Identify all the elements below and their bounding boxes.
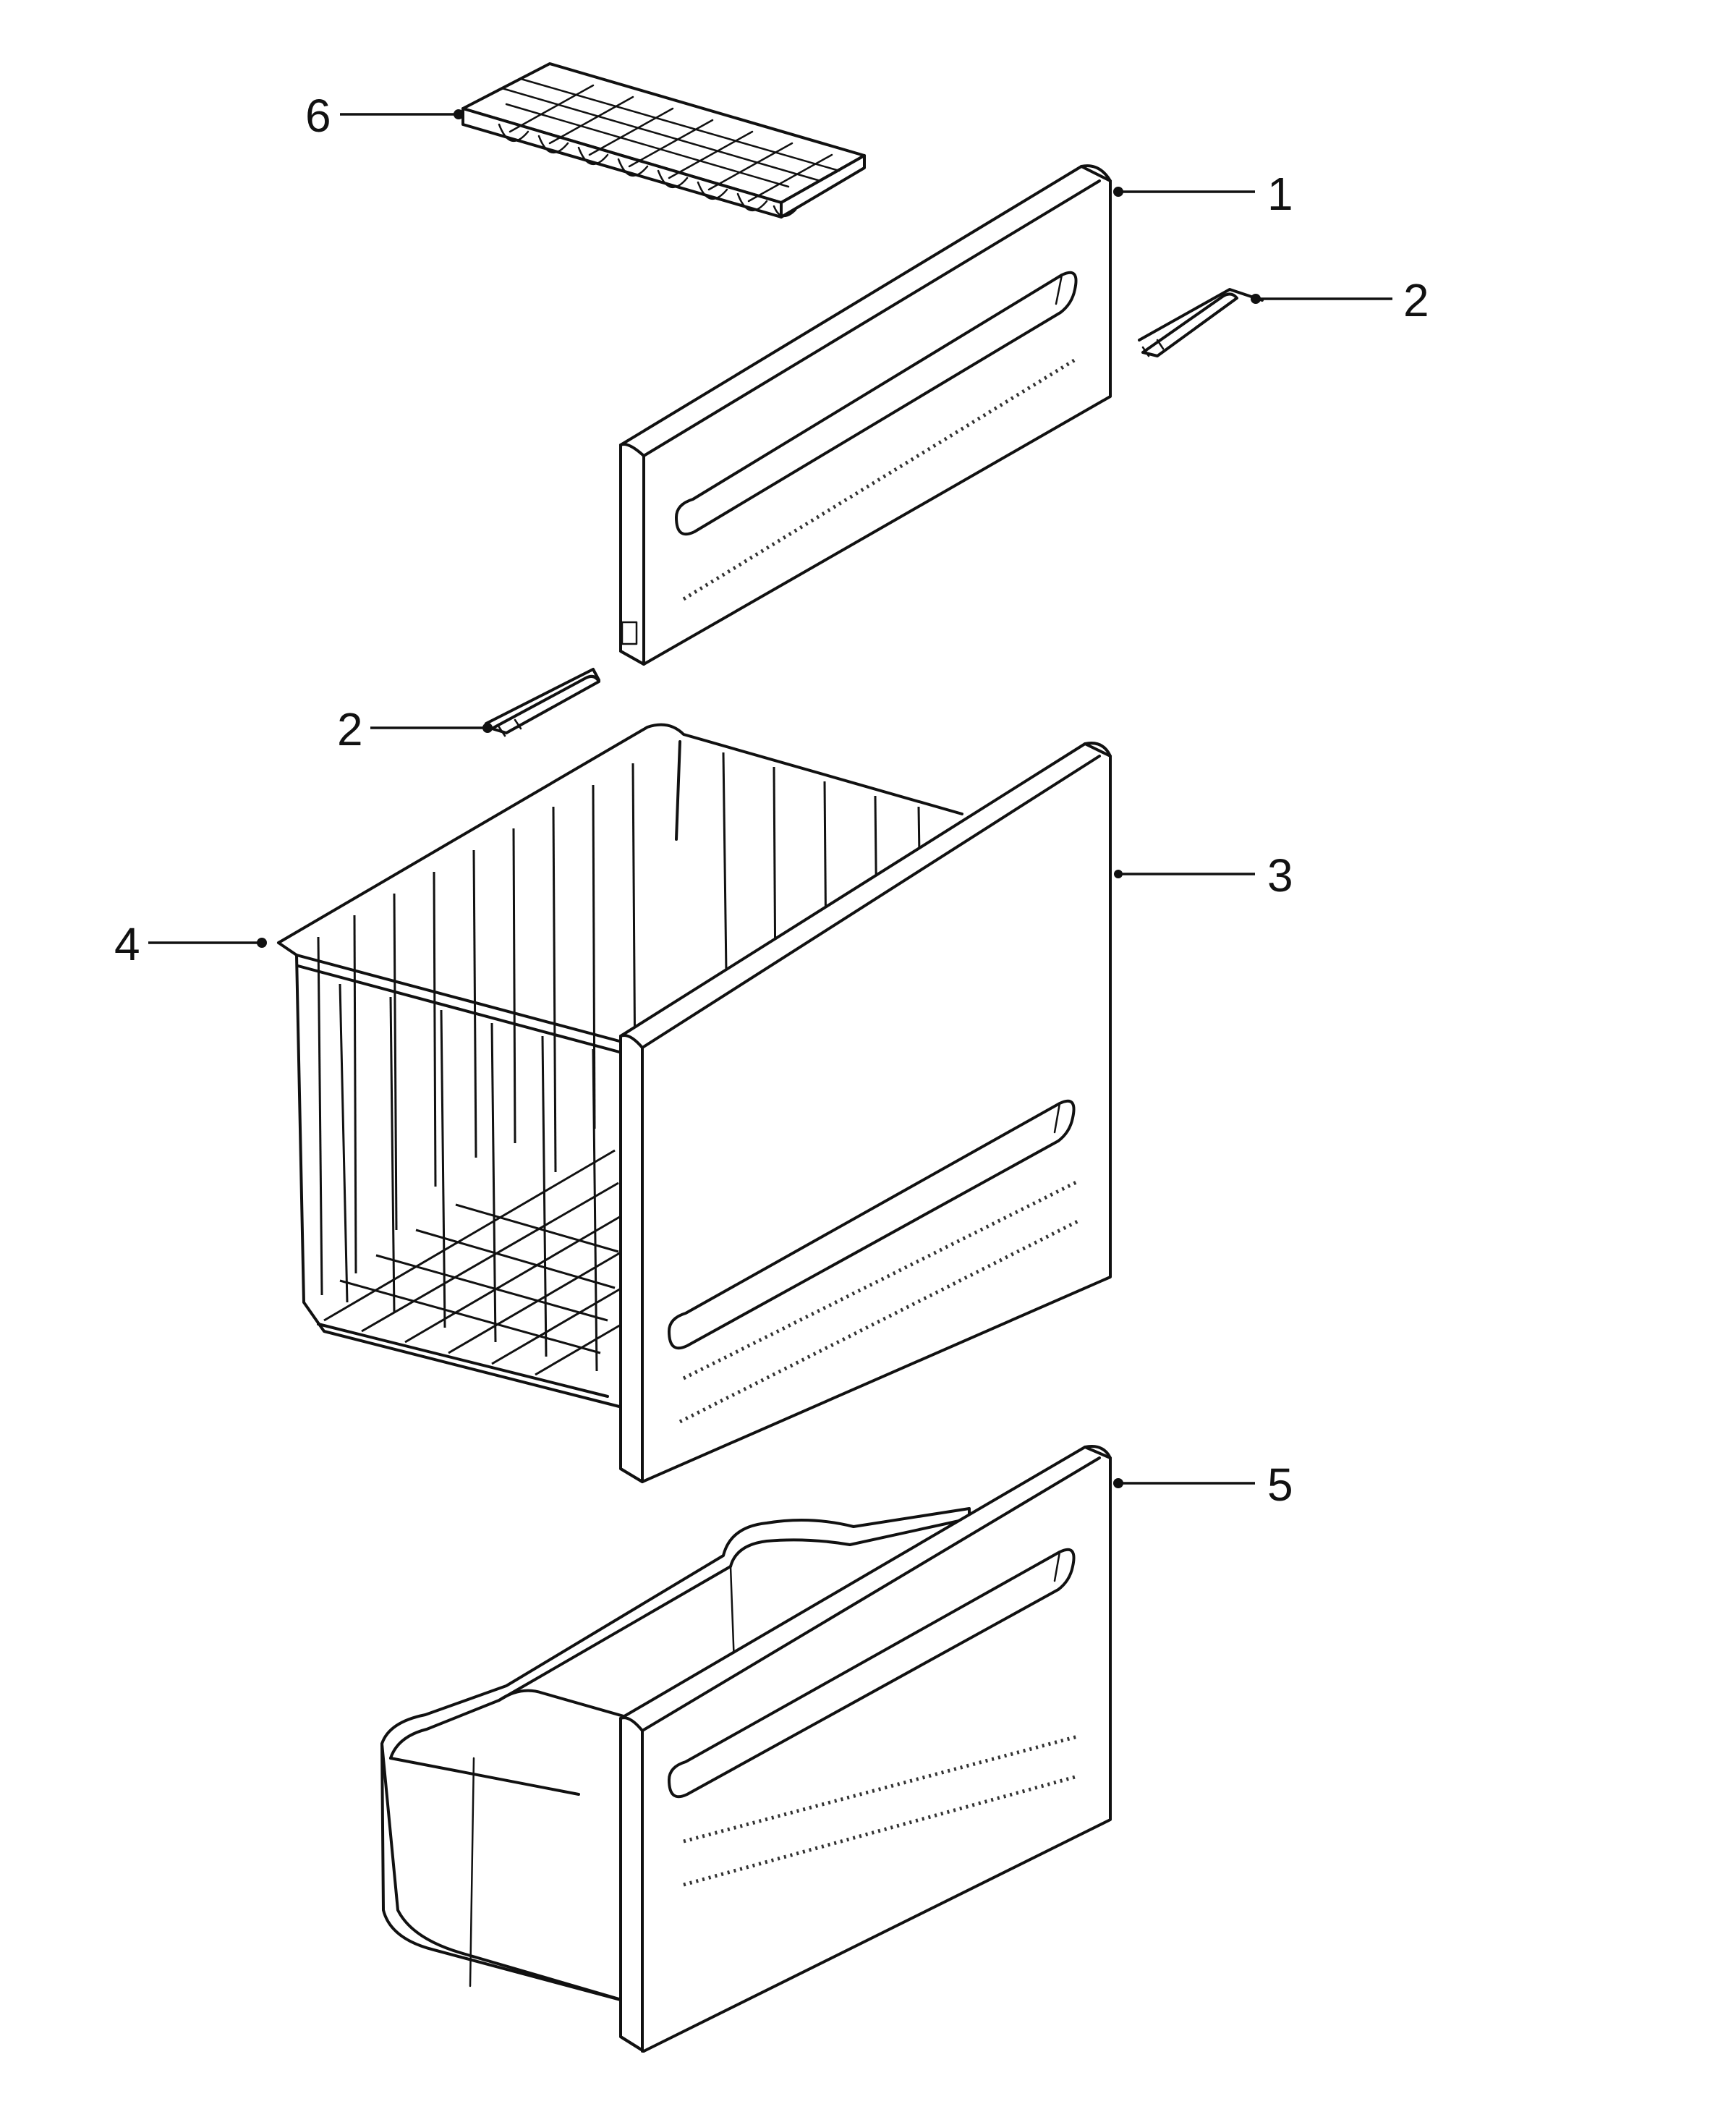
callout-1: 1 — [1267, 168, 1293, 220]
leader-dot-5 — [1113, 1478, 1123, 1488]
callout-2b: 2 — [337, 703, 363, 755]
slide-right — [1138, 288, 1264, 357]
basket-front-panel — [619, 742, 1112, 1483]
leader-dot-4 — [257, 938, 267, 948]
wire-basket — [277, 723, 963, 1409]
ice-tray — [461, 62, 866, 219]
leader-dot-6 — [454, 109, 464, 119]
leader-dot-3 — [1114, 870, 1123, 878]
pan-front-panel — [619, 1445, 1112, 2053]
leader-dot-2a — [1251, 294, 1261, 304]
callout-6: 6 — [305, 90, 331, 142]
callout-5: 5 — [1267, 1459, 1293, 1511]
callout-2a: 2 — [1403, 274, 1429, 326]
leader-dot-1 — [1113, 187, 1123, 197]
callout-3: 3 — [1267, 849, 1293, 902]
upper-front-panel — [619, 164, 1112, 666]
callout-4: 4 — [114, 918, 140, 970]
slide-left — [485, 668, 600, 737]
leader-dot-2b — [482, 723, 493, 733]
